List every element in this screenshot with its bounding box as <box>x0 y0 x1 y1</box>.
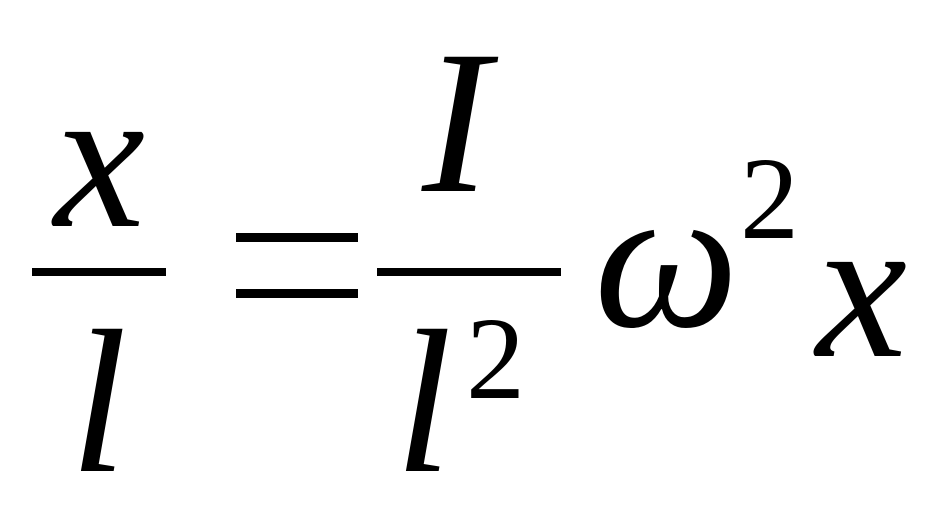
equals-bar-bottom <box>236 289 358 298</box>
rhs-fraction-bar <box>377 268 561 276</box>
rhs-variable-x: x <box>816 174 907 401</box>
equals-bar-top <box>236 233 358 242</box>
equals-symbol: = <box>0 0 1 1</box>
rhs-denominator-l: l <box>395 289 452 516</box>
lhs-fraction-bar <box>32 268 166 276</box>
rhs-denominator-exponent: 2 <box>466 293 525 424</box>
omega-symbol: ω <box>594 144 739 371</box>
lhs-numerator-x: x <box>54 44 145 271</box>
omega-exponent: 2 <box>740 133 799 264</box>
lhs-denominator-l: l <box>70 289 127 516</box>
rhs-numerator-I: I <box>422 9 491 236</box>
